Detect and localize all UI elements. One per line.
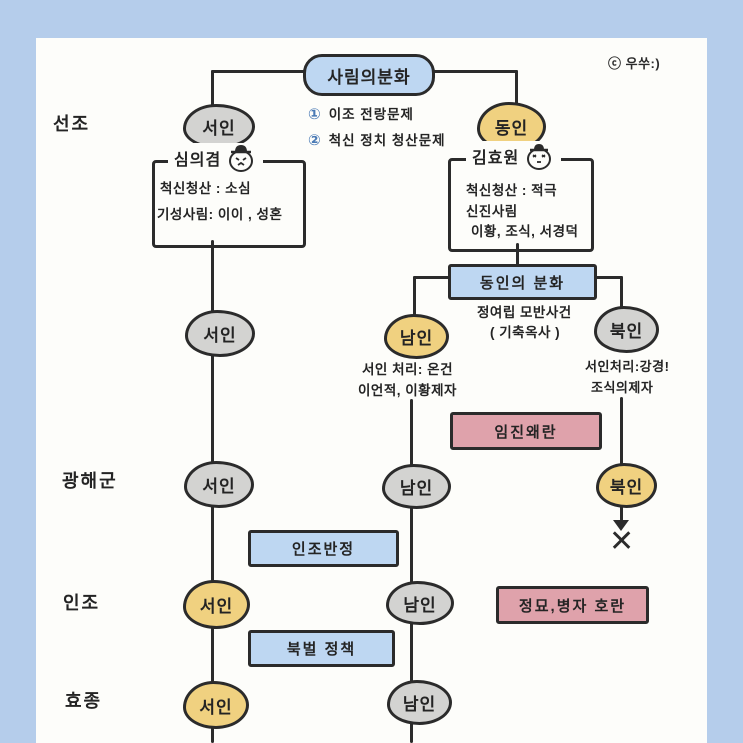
sim-uigyeom-name: 심의겸 — [174, 152, 222, 169]
era-label-gwanghaegun: 광해군 — [62, 471, 118, 491]
kim-hyowon-face-icon — [527, 144, 552, 170]
node-label: 북인 — [609, 478, 644, 497]
era-label-hyojong: 효종 — [65, 691, 103, 711]
node-label: 남인 — [399, 329, 434, 348]
connector-split-left-h — [413, 276, 451, 279]
node-label: 서인 — [203, 326, 237, 345]
kim-hyowon-title: 김효원 — [466, 141, 562, 171]
node-label: 남인 — [399, 479, 434, 498]
node-namin-mid: 남인 — [384, 314, 449, 359]
sim-uigyeom-face-icon — [229, 145, 254, 172]
circled-one-icon: ① — [308, 106, 322, 123]
node-seoin-injo: 서인 — [183, 580, 250, 629]
connector-split-right-h — [587, 276, 623, 279]
issue-text-2: 척신 정치 청산문제 — [328, 133, 446, 148]
namin-column-line — [410, 399, 413, 743]
kim-hyowon-line3: 이황, 조식, 서경덕 — [471, 224, 579, 239]
kim-hyowon-name: 김효원 — [472, 150, 520, 167]
node-bukin-mid: 북인 — [594, 306, 659, 353]
watermark: ⓒ 우쑤:) — [608, 56, 661, 71]
bukin-column-line — [620, 397, 623, 468]
root-label: 사림의분화 — [327, 67, 411, 87]
issue-item-2: ② 척신 정치 청산문제 — [308, 129, 446, 149]
event-imjin-war-box: 임진왜란 — [450, 412, 602, 450]
connector-root-right-h — [426, 70, 518, 73]
event-imjin-label: 임진왜란 — [494, 423, 558, 441]
node-seoin-gwanghae: 서인 — [184, 461, 254, 508]
kim-hyowon-line1: 척신청산 : 적극 — [466, 183, 558, 198]
event-northern-expedition-box: 북벌 정책 — [248, 630, 395, 667]
bukin-arrow-head-icon — [613, 520, 629, 531]
node-bukin-gwanghae: 북인 — [596, 463, 657, 508]
node-label: 서인 — [199, 597, 234, 616]
event-jeongmyo-byeongja-label: 정묘,병자 호란 — [518, 597, 627, 615]
event-injo-coup-box: 인조반정 — [248, 530, 399, 567]
bukin-arrow-shaft — [620, 499, 623, 521]
bukin-note1: 서인처리:강경! — [585, 359, 670, 374]
event-jeongmyo-byeongja-box: 정묘,병자 호란 — [496, 586, 649, 624]
node-namin-gwanghae: 남인 — [382, 464, 451, 509]
kim-hyowon-line2: 신진사림 — [466, 204, 518, 219]
node-label: 동인 — [494, 119, 529, 138]
node-label: 남인 — [402, 695, 437, 714]
connector-root-right-v — [515, 70, 518, 106]
bukin-extinct-x-icon: ✕ — [609, 525, 635, 558]
event-injo-coup-label: 인조반정 — [291, 541, 356, 558]
node-label: 남인 — [403, 595, 437, 615]
node-namin-injo: 남인 — [386, 581, 454, 625]
node-label: 서인 — [199, 697, 233, 717]
circled-two-icon: ② — [308, 132, 322, 149]
connector-root-left-h — [211, 70, 310, 73]
event-northern-expedition-label: 북벌 정책 — [286, 641, 357, 658]
node-namin-hyojong: 남인 — [387, 680, 452, 725]
bukin-note2: 조식의제자 — [591, 380, 654, 395]
root-node-sarim-split: 사림의분화 — [303, 54, 435, 96]
dongin-split-note1: 정여립 모반사건 — [477, 305, 572, 320]
namin-note2: 이언적, 이황제자 — [358, 383, 457, 398]
issue-text-1: 이조 전랑문제 — [328, 107, 414, 122]
connector-root-left-v — [211, 70, 214, 110]
sim-uigyeom-title: 심의겸 — [168, 143, 264, 173]
sim-uigyeom-line1: 척신청산 : 소심 — [160, 181, 252, 196]
connector-split-right-v — [620, 276, 623, 312]
node-label: 서인 — [202, 477, 236, 496]
era-label-seonjo: 선조 — [53, 114, 91, 134]
namin-note1: 서인 처리: 온건 — [362, 362, 454, 377]
sim-uigyeom-line2: 기성사림: 이이 , 성혼 — [157, 207, 283, 222]
connector-split-left-v — [413, 276, 416, 321]
dongin-split-box: 동인의 분화 — [448, 264, 597, 300]
node-seoin-mid: 서인 — [185, 310, 255, 357]
issue-item-1: ① 이조 전랑문제 — [308, 103, 414, 123]
node-label: 서인 — [202, 119, 236, 138]
dongin-split-label: 동인의 분화 — [479, 274, 566, 292]
era-label-injo: 인조 — [63, 593, 101, 613]
node-seoin-hyojong: 서인 — [183, 681, 249, 729]
connector-kim-to-split — [516, 243, 519, 267]
paper-canvas — [36, 38, 707, 743]
node-label: 북인 — [609, 322, 644, 341]
dongin-split-note2: ( 기축옥사 ) — [490, 325, 561, 340]
